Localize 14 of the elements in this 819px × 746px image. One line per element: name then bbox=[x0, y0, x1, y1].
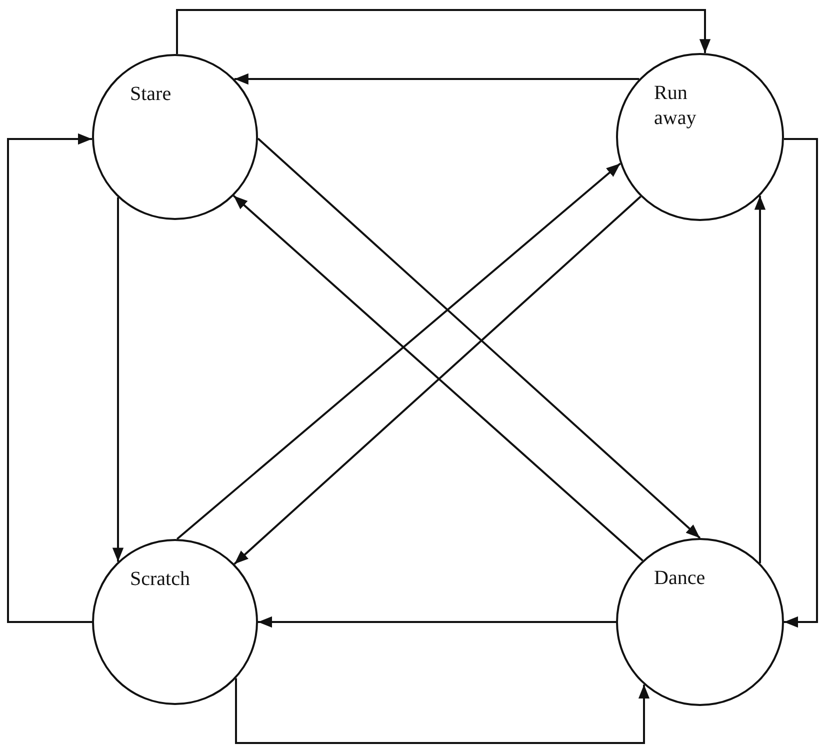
arrow bbox=[112, 197, 124, 562]
state-label: Run away bbox=[654, 81, 698, 131]
arrow bbox=[784, 138, 818, 628]
arrow bbox=[176, 162, 621, 540]
arrow bbox=[754, 196, 766, 564]
arrow bbox=[258, 616, 616, 628]
arrow bbox=[176, 9, 711, 54]
arrow bbox=[257, 138, 701, 539]
arrow bbox=[235, 678, 650, 744]
state-label: Stare bbox=[130, 82, 172, 107]
state-label: Dance bbox=[654, 566, 706, 591]
state-label: Scratch bbox=[130, 567, 191, 592]
arrow bbox=[234, 73, 640, 85]
arrow bbox=[7, 133, 92, 623]
